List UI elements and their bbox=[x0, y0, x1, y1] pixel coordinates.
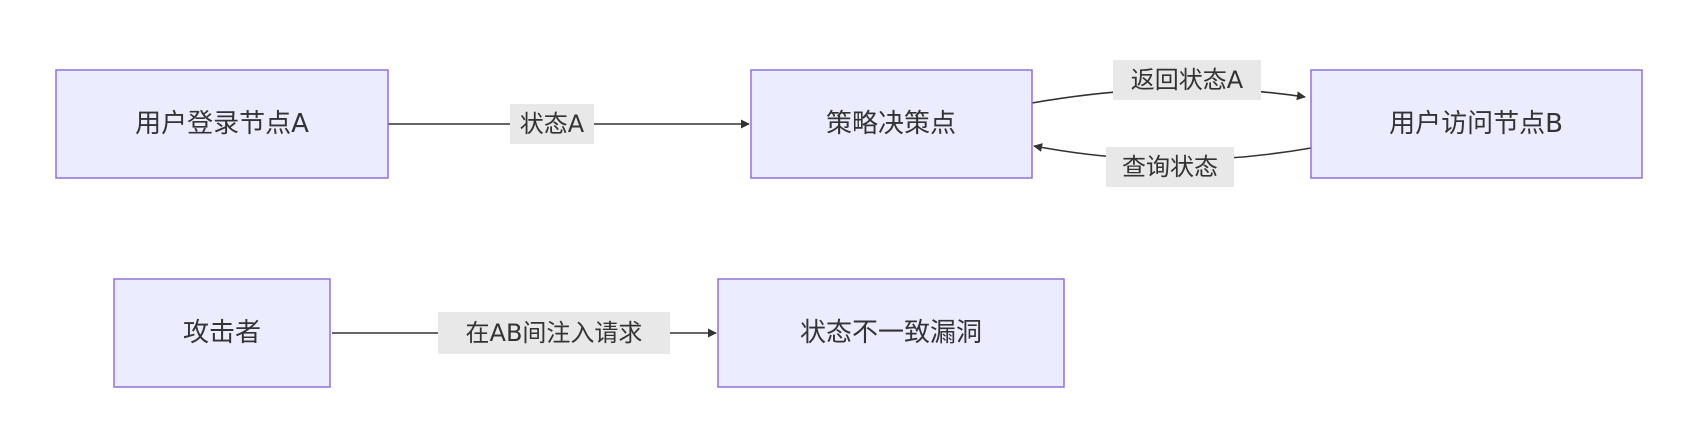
node-label: 策略决策点 bbox=[826, 109, 956, 139]
edge-label-text: 状态A bbox=[520, 110, 585, 138]
edge-label-policy-to-access: 返回状态A bbox=[1113, 60, 1261, 100]
edge-label-text: 返回状态A bbox=[1131, 66, 1244, 94]
node-label: 攻击者 bbox=[183, 318, 261, 348]
edge-label-login-to-policy: 状态A bbox=[510, 104, 594, 144]
node-login-node-a: 用户登录节点A bbox=[55, 69, 389, 179]
edge-label-access-to-policy: 查询状态 bbox=[1106, 147, 1234, 187]
node-label: 用户登录节点A bbox=[135, 109, 309, 139]
node-attacker: 攻击者 bbox=[113, 278, 331, 388]
node-inconsistency-vuln: 状态不一致漏洞 bbox=[717, 278, 1065, 388]
edge-label-text: 在AB间注入请求 bbox=[466, 319, 643, 347]
edge-label-text: 查询状态 bbox=[1122, 153, 1218, 181]
edge-label-attacker-to-vuln: 在AB间注入请求 bbox=[438, 312, 670, 354]
node-policy-decision: 策略决策点 bbox=[750, 69, 1033, 179]
node-label: 状态不一致漏洞 bbox=[800, 318, 982, 348]
node-label: 用户访问节点B bbox=[1389, 109, 1563, 139]
node-access-node-b: 用户访问节点B bbox=[1310, 69, 1643, 179]
